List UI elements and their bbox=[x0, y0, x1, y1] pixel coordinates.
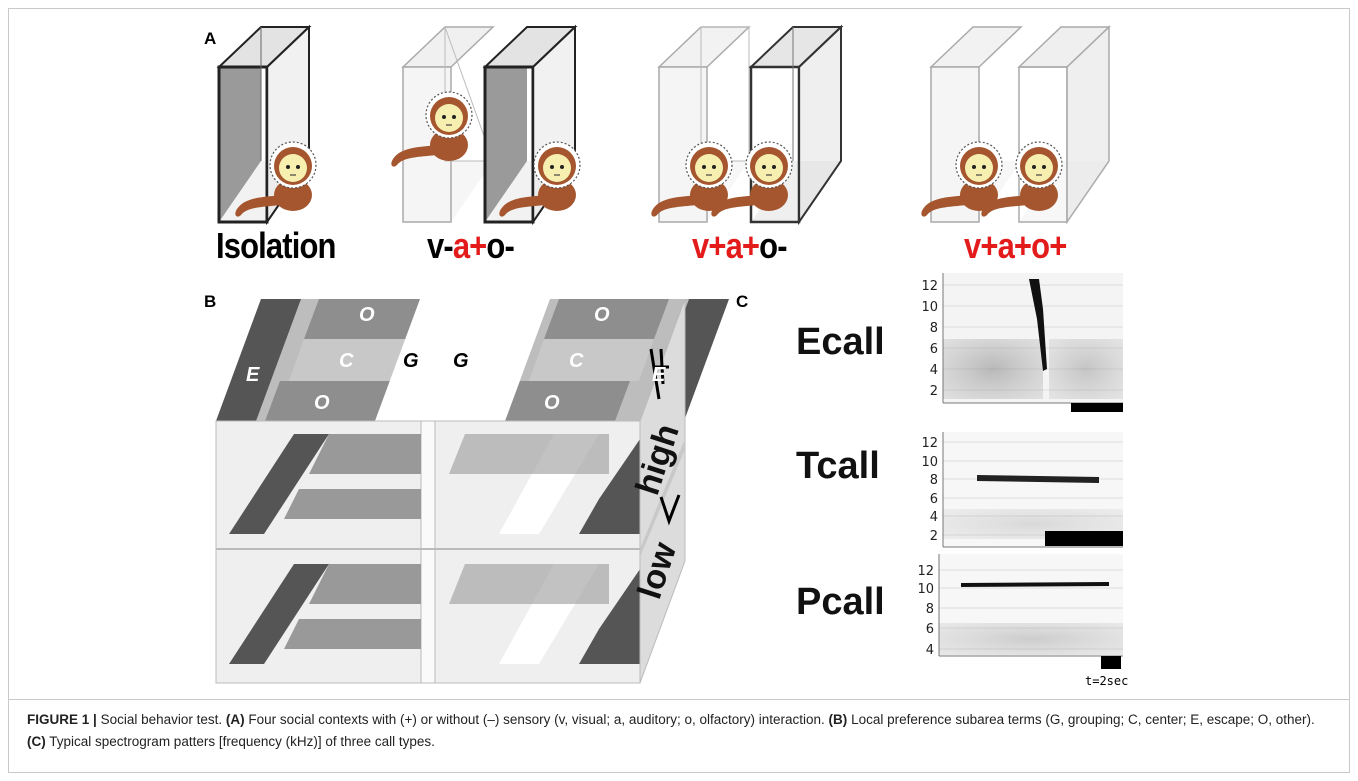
tcall-tick: 6 bbox=[930, 492, 938, 507]
zone-grouping-left: G bbox=[403, 350, 419, 372]
context-label-part: v+a+o+ bbox=[964, 225, 1067, 266]
context-label-v-plus-a-plus-o-plus: v+a+o+ bbox=[964, 225, 1067, 267]
zone-center-right: C bbox=[569, 350, 584, 372]
panel-c-letter: C bbox=[736, 292, 749, 311]
ecall-tick: 8 bbox=[930, 321, 938, 336]
ecall-tick: 6 bbox=[930, 342, 938, 357]
tcall-tick: 10 bbox=[921, 455, 938, 470]
context-label-part: o- bbox=[486, 225, 514, 266]
panel-a-letter: A bbox=[204, 29, 217, 48]
tcall-tick: 8 bbox=[930, 473, 938, 488]
caption-text-a: Four social contexts with (+) or without… bbox=[248, 712, 825, 727]
context-label-part: v- bbox=[427, 225, 454, 266]
caption-tag-c: (C) bbox=[27, 734, 46, 749]
context-label-v-a-o: v-a+o- bbox=[427, 225, 515, 267]
zone-other-top-left: O bbox=[359, 304, 375, 326]
caption-divider bbox=[9, 699, 1349, 700]
pcall-tick: 6 bbox=[926, 622, 934, 637]
figure-frame: 12 10 8 6 4 2 12 10 8 6 4 2 12 10 8 6 4 … bbox=[8, 8, 1350, 773]
pcall-tick: 12 bbox=[917, 564, 934, 579]
v-a-o-box bbox=[390, 24, 581, 226]
zone-escape-left: E bbox=[246, 364, 260, 386]
zone-other-bottom-right: O bbox=[544, 392, 560, 414]
zone-center-left: C bbox=[339, 350, 354, 372]
ecall-tick: 12 bbox=[921, 279, 938, 294]
panel-b-letter: B bbox=[204, 292, 217, 311]
time-scale-label: t=2sec bbox=[1085, 674, 1129, 688]
subarea-cube bbox=[215, 298, 729, 684]
tcall-tick: 4 bbox=[930, 510, 938, 525]
ecall-tick: 10 bbox=[921, 300, 938, 315]
pcall-tick: 8 bbox=[926, 602, 934, 617]
v-plus-a-plus-o-minus-box bbox=[650, 24, 844, 226]
tcall-tick: 2 bbox=[930, 529, 938, 544]
context-label-v-plus-a-plus-o-minus: v+a+o- bbox=[692, 225, 788, 267]
caption-tag-b: (B) bbox=[828, 712, 848, 727]
context-label-part: o- bbox=[759, 225, 787, 266]
pcall-tick: 10 bbox=[917, 582, 934, 597]
zone-escape-right: E bbox=[652, 364, 666, 386]
v-plus-a-plus-o-plus-box bbox=[920, 25, 1111, 225]
figure-caption: FIGURE 1 | Social behavior test. (A) Fou… bbox=[27, 709, 1337, 753]
call-label-tcall: Tcall bbox=[796, 445, 880, 487]
context-label-part: a+ bbox=[452, 225, 487, 266]
tcall-tick: 12 bbox=[921, 436, 938, 451]
spectrogram-ecall bbox=[942, 273, 1123, 412]
caption-text-c: Typical spectrogram patters [frequency (… bbox=[49, 734, 435, 749]
caption-tag-a: (A) bbox=[225, 712, 245, 727]
spectrogram-pcall bbox=[938, 554, 1123, 669]
zone-other-bottom-left: O bbox=[314, 392, 330, 414]
caption-text-b: Local preference subarea terms (G, group… bbox=[851, 712, 1315, 727]
pcall-tick: 4 bbox=[926, 643, 934, 658]
spectrogram-tcall bbox=[942, 432, 1123, 548]
zone-grouping-right: G bbox=[453, 350, 469, 372]
context-label-isolation: Isolation bbox=[216, 225, 336, 267]
context-label-part: v+a+ bbox=[692, 225, 760, 266]
caption-figure-label: FIGURE 1 | bbox=[27, 712, 97, 727]
isolation-box bbox=[216, 24, 317, 226]
figure-artwork: 12 10 8 6 4 2 12 10 8 6 4 2 12 10 8 6 4 … bbox=[215, 24, 1123, 684]
call-label-ecall: Ecall bbox=[796, 321, 885, 363]
caption-intro: Social behavior test. bbox=[100, 712, 223, 727]
call-label-pcall: Pcall bbox=[796, 581, 885, 623]
ecall-tick: 4 bbox=[930, 363, 938, 378]
zone-other-top-right: O bbox=[594, 304, 610, 326]
ecall-tick: 2 bbox=[930, 384, 938, 399]
context-label-part: Isolation bbox=[216, 225, 336, 266]
